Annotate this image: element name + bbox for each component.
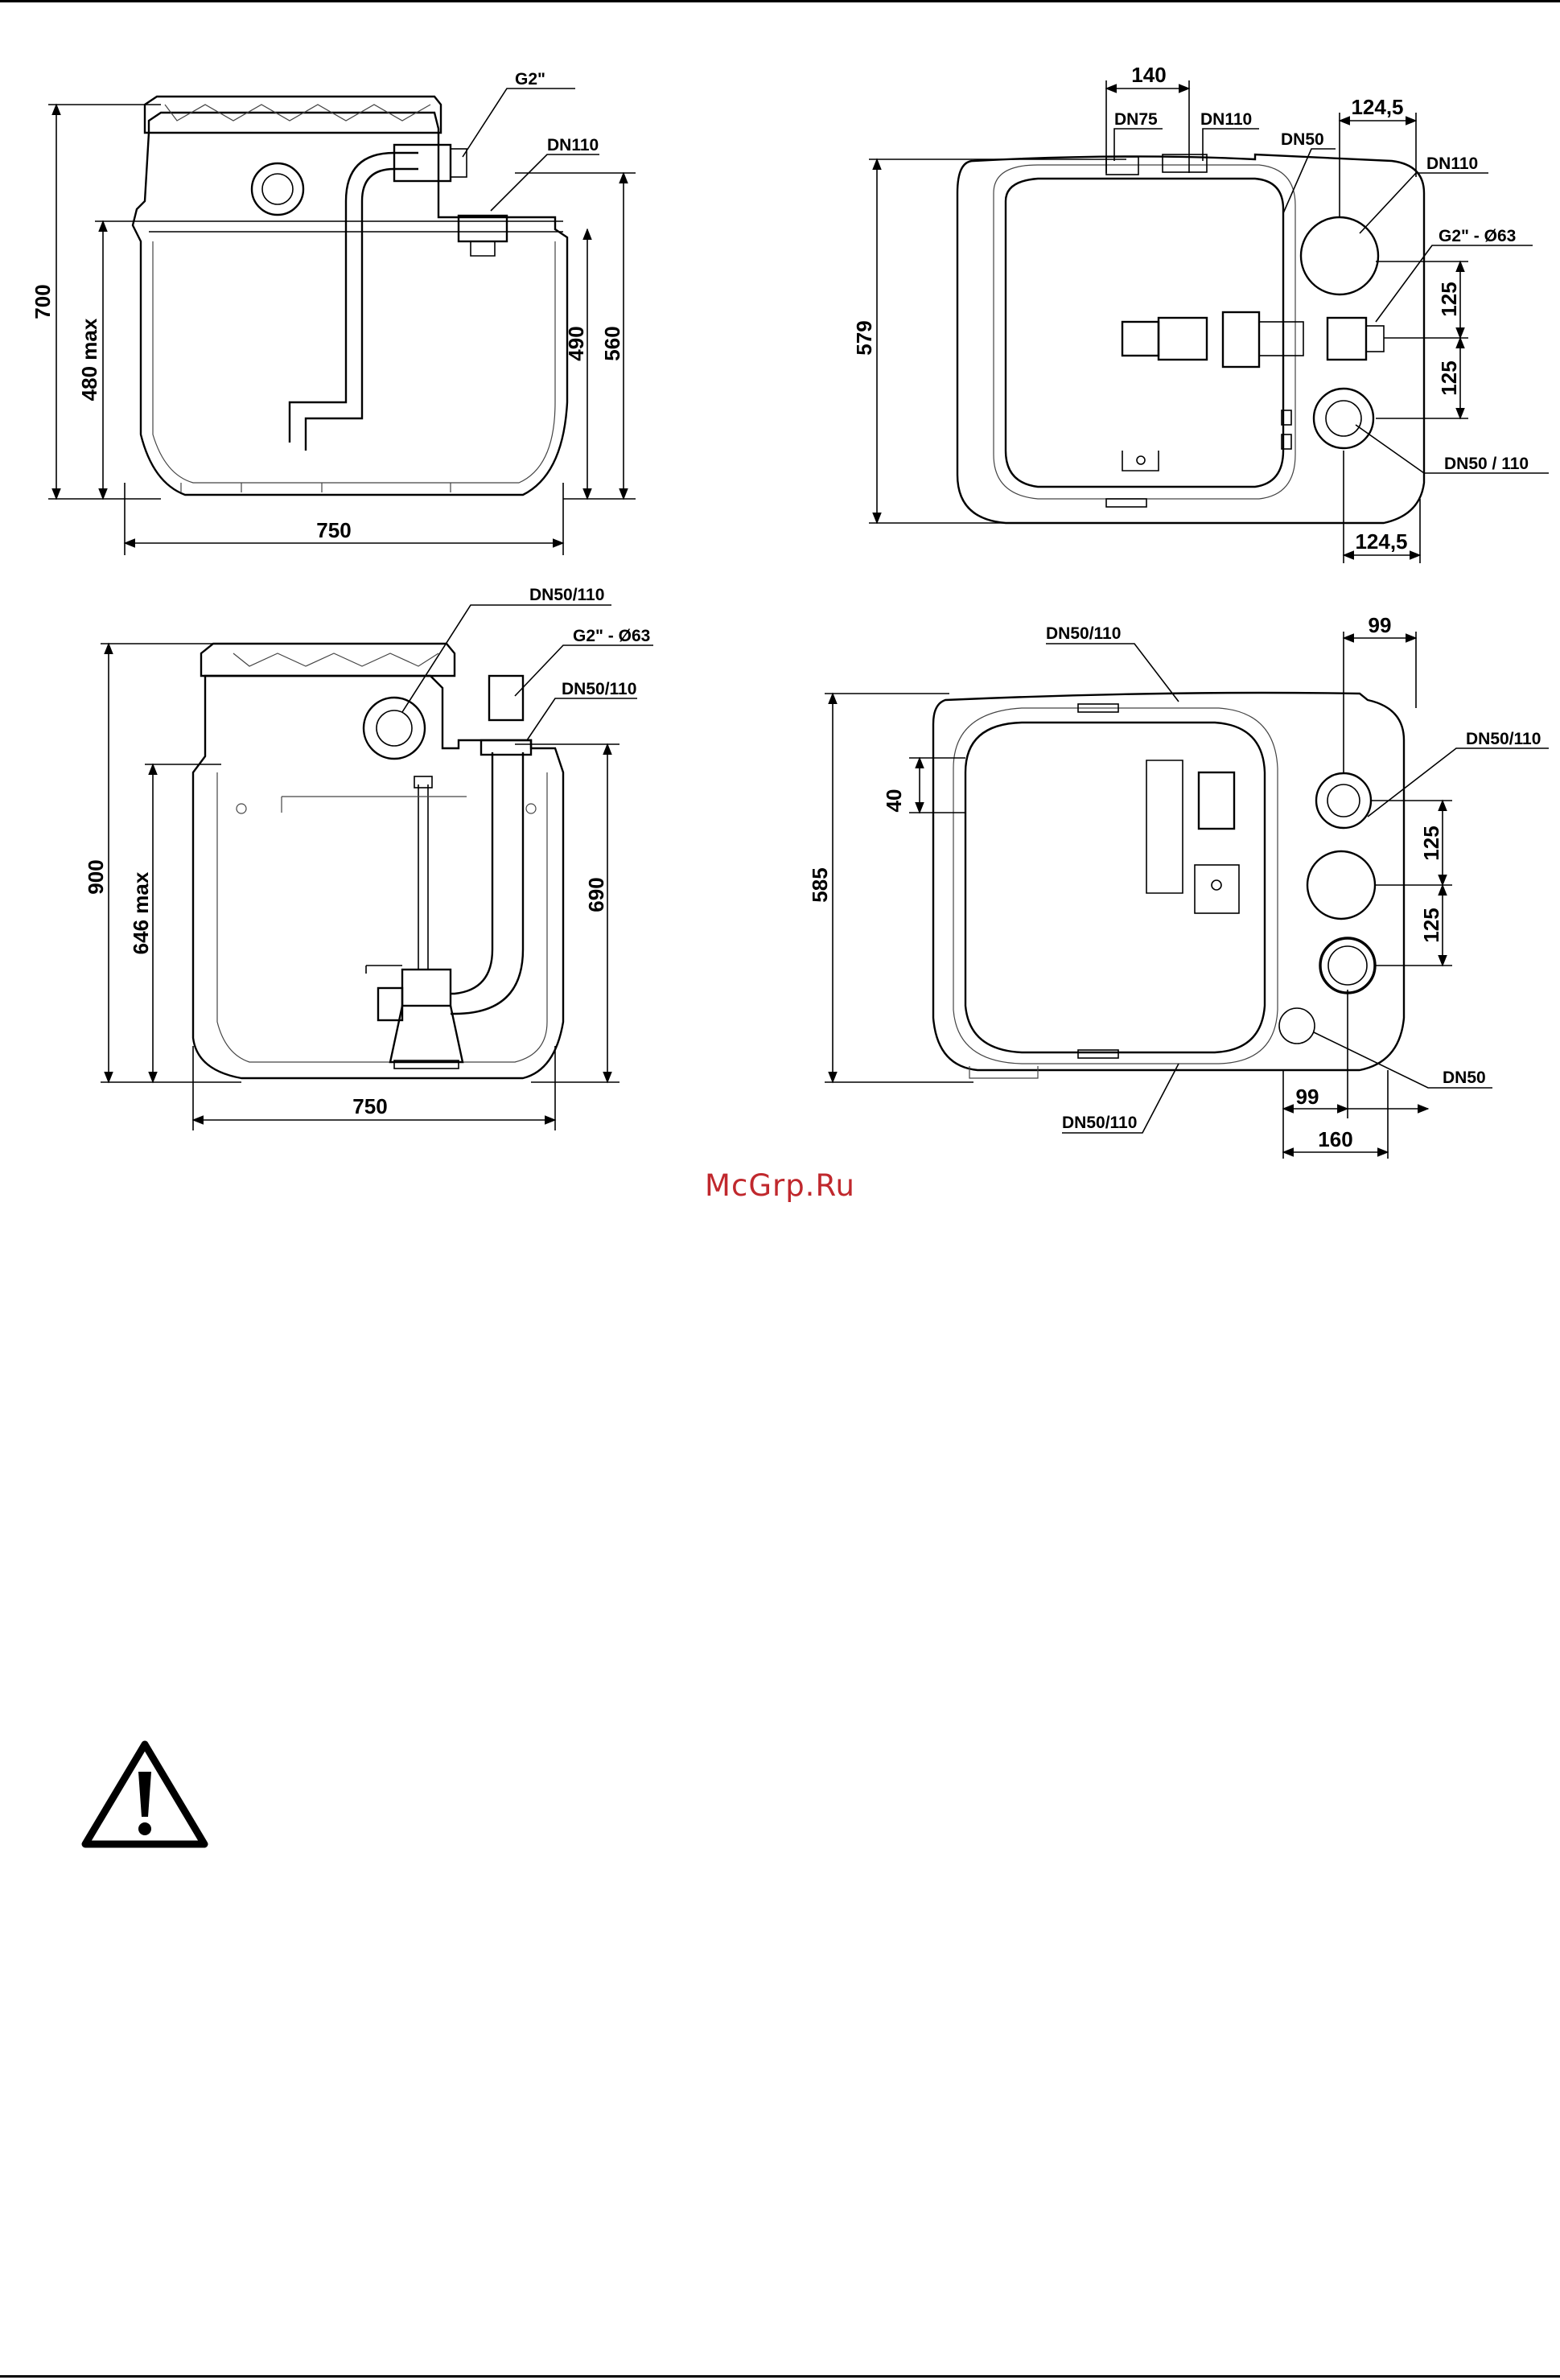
top-view: 579 140 124,5 124,5 125 125 DN75 DN110 D…: [852, 63, 1549, 563]
bottom-height-40: 40: [882, 789, 906, 813]
top-height: 579: [852, 320, 876, 355]
top-callout-dn50: DN50: [1281, 130, 1324, 149]
top-vertical-125-bottom: 125: [1437, 360, 1461, 395]
top-callout-dn110-a: DN110: [1200, 110, 1252, 129]
side-callout-g2-63: G2" - Ø63: [573, 627, 650, 645]
bottom-vertical-125-top: 125: [1419, 826, 1443, 860]
watermark: McGrp.Ru: [0, 1168, 1560, 1203]
front-callout-dn110: DN110: [547, 136, 599, 154]
bottom-width-99-bottom: 99: [1296, 1085, 1319, 1109]
bottom-top-view: 585 40 99 125 125 99 160 DN50/110 DN50/1…: [808, 613, 1549, 1159]
bottom-callout-dn50: DN50: [1443, 1069, 1486, 1087]
side-callout-dn50-110-a: DN50/110: [529, 586, 604, 604]
top-callout-dn110-b: DN110: [1426, 154, 1478, 173]
side-height-max: 646 max: [129, 871, 153, 954]
front-height-560: 560: [600, 326, 624, 360]
side-height-690: 690: [584, 877, 608, 912]
top-width-124-top: 124,5: [1351, 95, 1403, 119]
bottom-callout-dn50-110-bottom: DN50/110: [1062, 1114, 1137, 1132]
front-height-total: 700: [31, 284, 55, 319]
top-callout-g2-63: G2" - Ø63: [1439, 227, 1516, 245]
side-view: 900 646 max 690 750 DN50/110 G2" - Ø63 D…: [84, 586, 653, 1130]
front-width: 750: [316, 518, 351, 542]
top-callout-dn75: DN75: [1114, 110, 1158, 129]
front-height-490: 490: [564, 326, 588, 360]
bottom-callout-dn50-110-right: DN50/110: [1466, 730, 1541, 748]
top-vertical-125-top: 125: [1437, 282, 1461, 316]
bottom-vertical-125-bottom: 125: [1419, 908, 1443, 942]
front-height-max: 480 max: [77, 318, 101, 401]
warning-triangle-icon: [80, 1738, 209, 1851]
side-width: 750: [352, 1094, 387, 1118]
side-callout-dn50-110-b: DN50/110: [562, 680, 636, 698]
bottom-callout-dn50-110-top: DN50/110: [1046, 624, 1121, 643]
bottom-width-99-top: 99: [1369, 613, 1392, 637]
front-view: 700 480 max 490 560 750 G2" DN110: [31, 70, 636, 555]
bottom-height: 585: [808, 867, 832, 902]
bottom-width-160: 160: [1318, 1127, 1352, 1151]
side-height-total: 900: [84, 859, 108, 894]
front-callout-g2: G2": [515, 70, 545, 89]
bottom-rule: [0, 2375, 1560, 2378]
top-callout-dn50-110: DN50 / 110: [1444, 455, 1529, 473]
top-width-140: 140: [1131, 63, 1166, 87]
top-width-124-bottom: 124,5: [1355, 529, 1407, 554]
